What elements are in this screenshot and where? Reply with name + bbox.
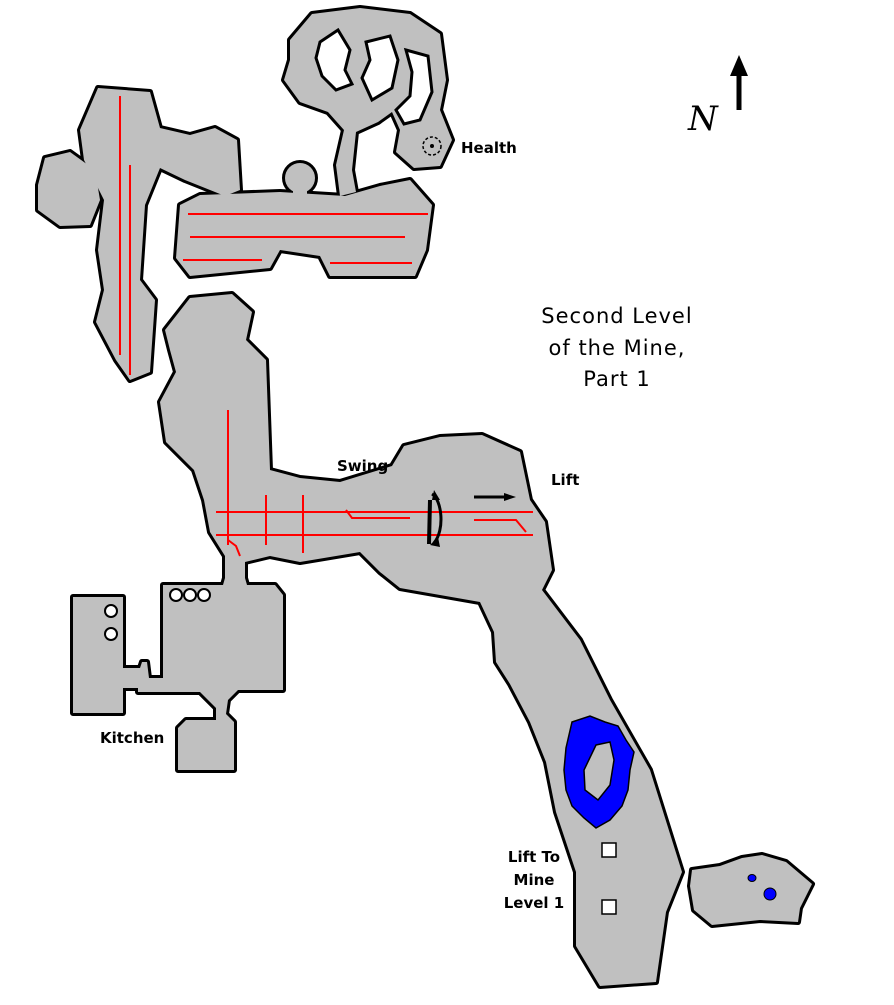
cave-pillars <box>314 27 434 126</box>
label-lift: Lift <box>551 471 579 489</box>
health-marker <box>422 136 442 156</box>
swing-icon <box>427 490 443 547</box>
map-title-line-3: Part 1 <box>583 367 651 391</box>
cave-outline <box>38 8 812 986</box>
label-health: Health <box>461 139 517 157</box>
arrow-right-icon <box>474 493 516 501</box>
map-title-line-2: of the Mine, <box>549 336 686 360</box>
water-pool <box>563 715 777 901</box>
north-compass: N <box>687 55 748 139</box>
label-lift-to-mine-1: Lift To <box>508 848 560 866</box>
rail-tracks <box>119 96 533 557</box>
label-lift-to-mine-3: Level 1 <box>504 894 564 912</box>
kitchen-fixtures <box>104 588 211 641</box>
lift-platforms <box>601 842 617 915</box>
label-lift-to-mine-2: Mine <box>514 871 555 889</box>
map-title-line-1: Second Level <box>541 304 692 328</box>
label-kitchen: Kitchen <box>100 729 164 747</box>
label-swing: Swing <box>337 457 388 475</box>
compass-label: N <box>687 99 719 139</box>
